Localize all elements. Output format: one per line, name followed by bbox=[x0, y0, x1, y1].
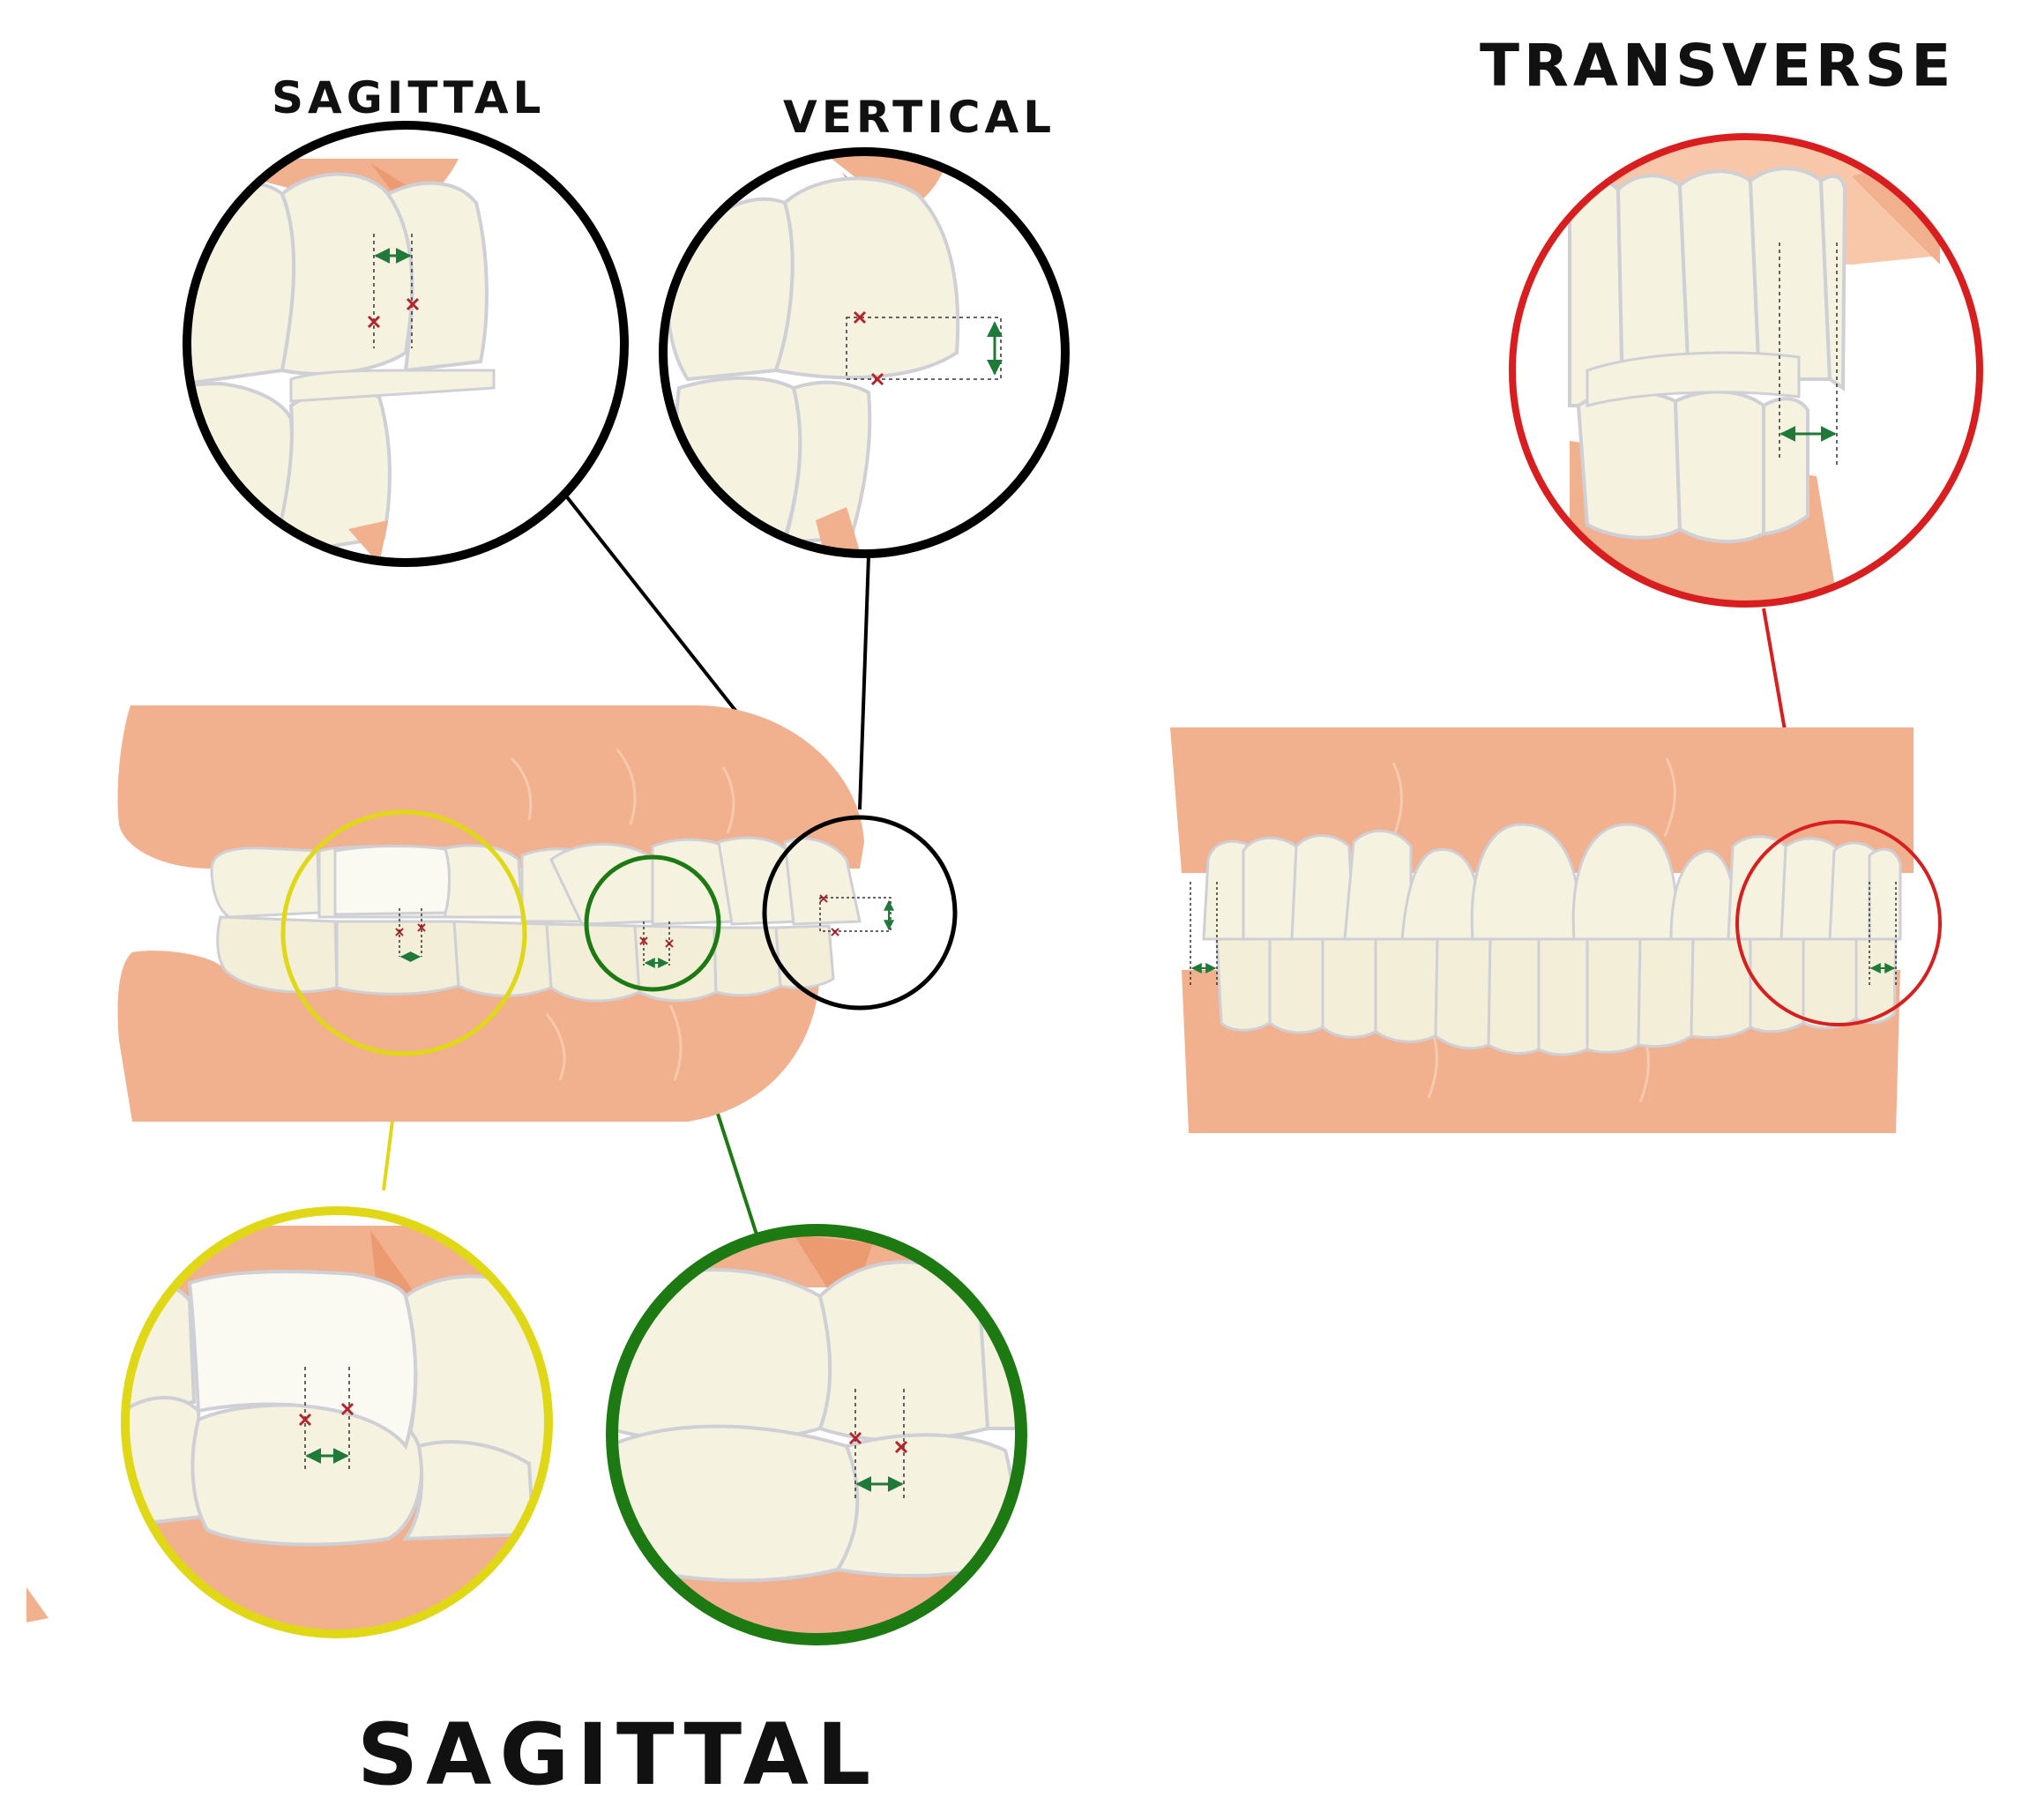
gum-fragment bbox=[26, 1587, 48, 1622]
transverse-view-label: TRANSVERSE bbox=[1480, 32, 1956, 100]
molar-transverse-zoom-indicator bbox=[1735, 820, 1942, 1026]
vertical-zoom-circle bbox=[659, 147, 1070, 558]
sagittal-section-title: SAGITTAL bbox=[357, 1705, 879, 1804]
sagittal-view-label: SAGITTAL bbox=[272, 72, 546, 123]
premolar-zoom-indicator bbox=[584, 854, 721, 992]
transverse-mouth-illustration bbox=[1170, 727, 1914, 1133]
incisor-zoom-indicator bbox=[762, 815, 958, 1011]
transverse-zoom-circle bbox=[1509, 133, 1983, 608]
molar-zoom-indicator bbox=[280, 809, 527, 1056]
molar-sagittal-zoom-circle bbox=[121, 1206, 553, 1638]
vertical-view-label: VERTICAL bbox=[783, 92, 1056, 143]
transverse-mouth-guides bbox=[1190, 882, 1897, 988]
sagittal-mouth-illustration bbox=[117, 705, 864, 1122]
sagittal-mouth-arrows bbox=[399, 899, 894, 968]
premolar-sagittal-zoom-circle bbox=[606, 1224, 1027, 1645]
sagittal-zoom-circle bbox=[183, 121, 629, 567]
